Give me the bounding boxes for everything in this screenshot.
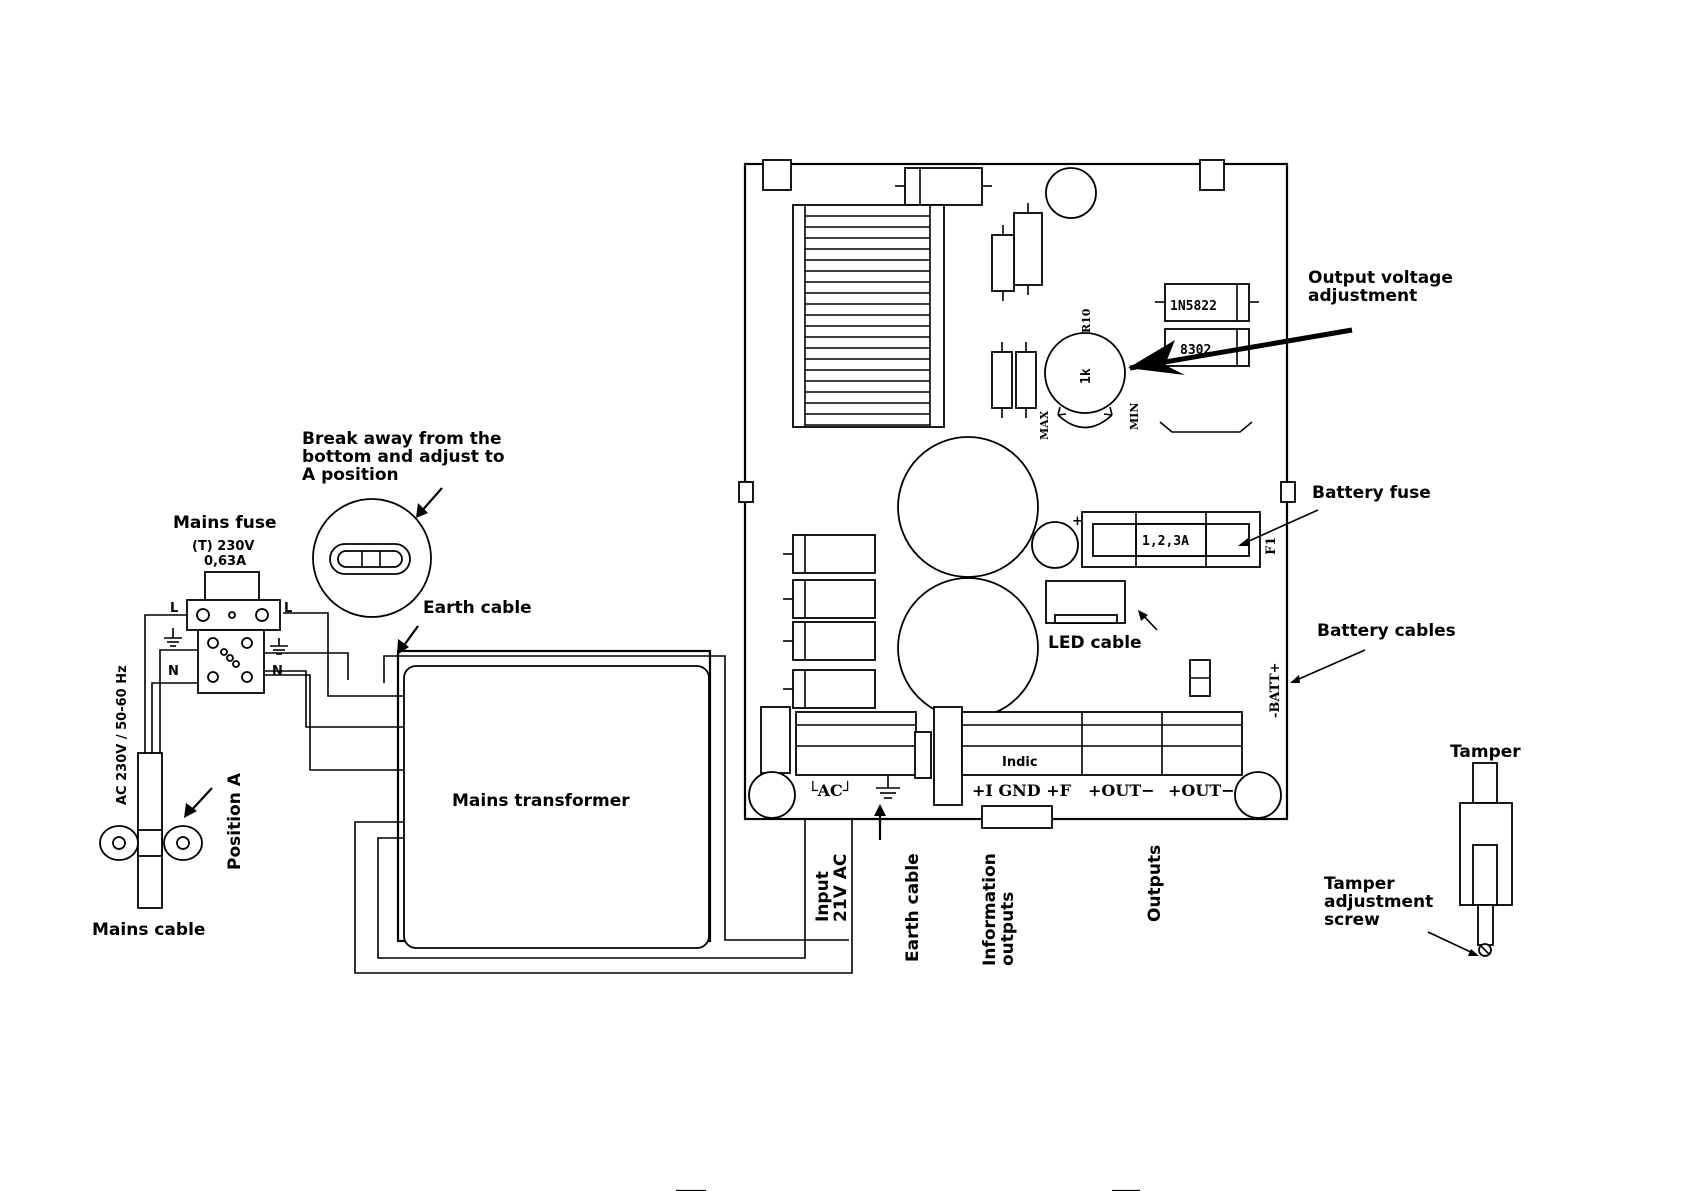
- tamper-label: Tamper: [1450, 742, 1521, 762]
- mains-fuse-rating-1: (T) 230V: [192, 539, 254, 554]
- l-left-label: L: [170, 601, 178, 616]
- fuse-value-label: 1,2,3A: [1142, 534, 1189, 549]
- potentiometer-r10[interactable]: R10 1k MAX MIN: [1038, 308, 1141, 440]
- tamper-adjustment-label-1: Tamper: [1324, 874, 1395, 894]
- diode-1n5822: 1N5822: [1155, 283, 1259, 322]
- battery-fuse-label: Battery fuse: [1312, 483, 1431, 503]
- input-label-1: Input: [813, 871, 833, 922]
- knockout-detail: [312, 498, 432, 618]
- output-voltage-label-2: adjustment: [1308, 286, 1417, 306]
- terminal-ac-label: └AC┘: [808, 780, 852, 800]
- earth-symbol-left: [164, 628, 182, 647]
- tamper-adjustment-label-2: adjustment: [1324, 892, 1433, 912]
- mains-transformer: Mains transformer: [396, 649, 712, 949]
- mains-fuse-rating-2: 0,63A: [204, 554, 246, 569]
- l-right-label: L: [284, 601, 292, 616]
- pot-max-label: MAX: [1038, 410, 1051, 440]
- battery-fuse-f1[interactable]: 1,2,3A F1: [1081, 511, 1279, 568]
- led-cable-label: LED cable: [1048, 633, 1142, 653]
- mains-fuse-holder[interactable]: [204, 571, 260, 603]
- mains-transformer-label: Mains transformer: [452, 791, 630, 811]
- mains-fuse-label: Mains fuse: [173, 513, 277, 533]
- rectifier-diodes: [783, 534, 876, 709]
- ac-input-spec-label: AC 230V / 50-60 Hz: [115, 665, 130, 805]
- input-label-2: 21V AC: [831, 854, 851, 922]
- break-away-label-2: bottom and adjust to: [302, 447, 505, 467]
- information-outputs-label-1: Information: [980, 853, 1000, 966]
- mains-terminal-block: L L N N: [144, 571, 292, 753]
- power-supply-board: 1N5822 8302 R10 1k MAX MIN +: [738, 159, 1296, 829]
- heatsink: [792, 204, 945, 428]
- outputs-label: Outputs: [1145, 845, 1165, 922]
- earth-symbol-right: [270, 638, 288, 655]
- tamper-switch[interactable]: [1459, 762, 1513, 957]
- position-a-label: Position A: [225, 772, 245, 870]
- earth-cable-top-label: Earth cable: [423, 598, 532, 618]
- pot-value-label: 1k: [1079, 368, 1094, 384]
- output-terminal-block: Indic: [961, 711, 1243, 776]
- diode-1-label: 1N5822: [1170, 299, 1217, 314]
- terminal-out1-label: +OUT−: [1088, 781, 1155, 800]
- capacitor-1: [897, 436, 1039, 578]
- information-outputs-label-2: outputs: [998, 892, 1018, 966]
- capacitor-2: [897, 577, 1039, 719]
- output-voltage-label-1: Output voltage: [1308, 268, 1453, 288]
- battery-cables-label: Battery cables: [1317, 621, 1456, 641]
- pointer-arrows: [184, 327, 1479, 956]
- led-connector: [1045, 580, 1126, 624]
- pot-ref-label: R10: [1080, 308, 1093, 333]
- wiring: [262, 612, 853, 974]
- batt-label: -BATT+: [1268, 662, 1283, 718]
- annotations: Output voltage adjustment Break away fro…: [92, 268, 1521, 966]
- indic-label: Indic: [1002, 755, 1038, 770]
- pot-min-label: MIN: [1128, 403, 1141, 430]
- n-left-label: N: [168, 664, 179, 679]
- earth-cable-bottom-label: Earth cable: [903, 853, 923, 962]
- n-right-label: N: [272, 664, 283, 679]
- mains-cable-gland: [99, 752, 203, 909]
- earth-symbol-board: [876, 776, 900, 799]
- fuse-ref-label: F1: [1264, 537, 1279, 555]
- svg-text:+: +: [1072, 514, 1083, 529]
- break-away-label-1: Break away from the: [302, 429, 502, 449]
- terminal-info-label: +I GND +F: [972, 781, 1072, 800]
- terminal-out2-label: +OUT−: [1168, 781, 1235, 800]
- mains-cable-label: Mains cable: [92, 920, 205, 940]
- tamper-adjustment-label-3: screw: [1324, 910, 1380, 930]
- break-away-label-3: A position: [302, 465, 399, 485]
